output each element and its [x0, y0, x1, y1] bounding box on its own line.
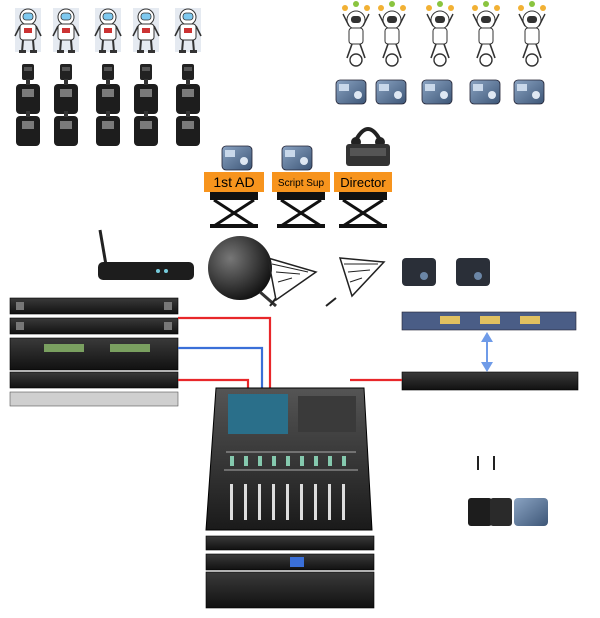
chair-1st-ad: 1st AD [204, 172, 264, 230]
receiver-pack-icon [281, 145, 313, 171]
chair-label: Script Sup [278, 178, 325, 189]
astronaut-juggler-group-right [335, 0, 547, 105]
juggler-astronaut-icon [341, 0, 371, 67]
chair-script-sup: Script Sup [272, 172, 330, 230]
receiver-pack-icon [375, 79, 407, 105]
astronaut-icon [132, 7, 160, 54]
rack-receivers-stack [9, 297, 179, 407]
juggler-astronaut-icon [517, 0, 547, 67]
lav-transmitter-icon [22, 64, 34, 80]
receiver-pack-icon [421, 79, 453, 105]
bodypack-transmitter-icon [176, 111, 200, 146]
juggler-astronaut-icon [471, 0, 501, 67]
bodypack-transmitter-icon [96, 111, 120, 146]
receiver-pack-icon [221, 145, 253, 171]
bodypack-transmitter-icon [176, 79, 200, 114]
receiver-pack-icon [514, 498, 548, 526]
receiver-pack-icon [513, 79, 545, 105]
astronaut-icon [52, 7, 80, 54]
chair-label: Director [340, 175, 386, 190]
dome-antenna-icon [208, 236, 277, 308]
astronaut-icon [94, 7, 122, 54]
juggler-astronaut-icon [425, 0, 455, 67]
paddle-antenna-icon [267, 256, 318, 307]
portable-receiver-icon [456, 258, 490, 286]
rack-unit [9, 317, 179, 335]
rack-unit [9, 371, 179, 389]
bodypack-transmitter-icon [96, 79, 120, 114]
wireless-router-icon [98, 229, 194, 280]
lav-transmitter-icon [182, 64, 194, 80]
lav-transmitter-icon [102, 64, 114, 80]
receiver-pack-icon [469, 79, 501, 105]
lav-transmitter-icon [140, 64, 152, 80]
rack-interface-top [401, 311, 577, 331]
bodypack-transmitter-icon [134, 79, 158, 114]
rack-unit [9, 297, 179, 315]
portable-receiver-icon [402, 258, 436, 286]
astronaut-icon [14, 7, 42, 54]
bidirectional-arrow [481, 332, 493, 372]
astronaut-talent-group-left [14, 7, 202, 146]
bodypack-transmitter-icon [490, 498, 512, 526]
rack-unit [9, 337, 179, 371]
bodypack-transmitter-icon [468, 498, 492, 526]
bodypack-transmitter-icon [134, 111, 158, 146]
receiver-pack-icon [335, 79, 367, 105]
rack-unit [9, 391, 179, 407]
headset-icon [346, 127, 390, 166]
paddle-antenna-icon [325, 257, 386, 307]
signal-lines [178, 316, 402, 396]
bodypack-transmitter-icon [16, 111, 40, 146]
wireless-kit-lower-right [468, 456, 548, 526]
bodypack-transmitter-icon [54, 79, 78, 114]
rack-interface-bottom [401, 371, 579, 391]
astronaut-icon [174, 7, 202, 54]
lav-transmitter-icon [60, 64, 72, 80]
bodypack-transmitter-icon [16, 79, 40, 114]
power-and-processing-rack [205, 535, 375, 609]
chair-label: 1st AD [213, 174, 254, 190]
digital-mixing-console-icon [205, 387, 373, 531]
chair-director: Director [334, 172, 392, 230]
bodypack-transmitter-icon [54, 111, 78, 146]
juggler-astronaut-icon [377, 0, 407, 67]
